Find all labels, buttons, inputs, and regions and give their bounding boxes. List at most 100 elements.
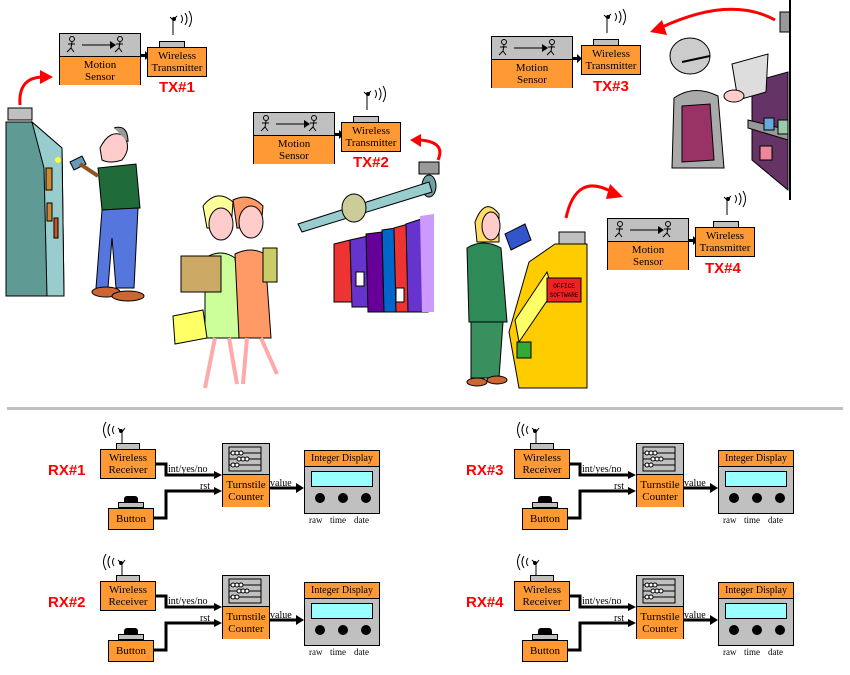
integer-display[interactable]: Integer Display — [304, 450, 380, 514]
receiver-line2: Receiver — [522, 464, 562, 476]
signal-wires — [154, 594, 301, 652]
arrow-icon — [335, 130, 344, 139]
transmitter-line1: Wireless — [705, 230, 745, 242]
reset-button[interactable]: Button — [108, 508, 154, 530]
red-arrow-tx3 — [659, 7, 776, 30]
running-person-arrow-icon — [614, 221, 671, 238]
button-cap — [118, 634, 144, 640]
shoppers-illustration — [172, 195, 279, 389]
knob-time[interactable] — [338, 625, 348, 635]
knob-date[interactable] — [361, 493, 371, 503]
knob-label-raw: raw — [723, 515, 737, 525]
button-knob — [124, 496, 138, 502]
reset-button[interactable]: Button — [522, 640, 568, 662]
transmitter-line2: Transmitter — [585, 60, 637, 72]
integer-display[interactable]: Integer Display — [718, 450, 794, 514]
man-hammer-machine-illustration — [5, 107, 145, 302]
counter-line2: Counter — [642, 623, 678, 635]
magazine-rack-illustration — [669, 0, 791, 200]
antenna-signal-icon — [363, 85, 386, 110]
button-label: Button — [530, 513, 560, 525]
receiver-line1: Wireless — [108, 452, 148, 464]
red-arrow-tx1 — [18, 75, 43, 106]
running-person-arrow-icon — [260, 115, 317, 132]
abacus-icon — [642, 578, 676, 604]
knob-label-time: time — [744, 515, 760, 525]
tx-label: TX#1 — [159, 79, 195, 96]
knob-label-date: date — [354, 515, 369, 525]
signal-int-yes-no: int/yes/no — [582, 464, 622, 475]
receiver-line2: Receiver — [108, 596, 148, 608]
abacus-icon — [228, 578, 262, 604]
knob-raw[interactable] — [315, 625, 325, 635]
counter-line1: Turnstile — [226, 611, 266, 623]
knob-time[interactable] — [752, 493, 762, 503]
signal-rst: rst — [614, 613, 624, 624]
red-arrowhead — [410, 134, 421, 147]
button-label: Button — [530, 645, 560, 657]
signal-wires — [568, 594, 715, 652]
motion-sensor-line1: Motion — [631, 244, 665, 256]
button-cap — [532, 502, 558, 508]
motion-sensor-line2: Sensor — [517, 74, 547, 86]
knob-label-time: time — [330, 647, 346, 657]
knob-time[interactable] — [338, 493, 348, 503]
knob-time[interactable] — [752, 625, 762, 635]
abacus-icon — [642, 446, 676, 472]
button-cap — [532, 634, 558, 640]
knob-raw[interactable] — [729, 493, 739, 503]
reset-button[interactable]: Button — [108, 640, 154, 662]
kiosk-illustration: OFFICE SOFTWARE — [466, 206, 588, 389]
knob-date[interactable] — [775, 625, 785, 635]
knob-raw[interactable] — [729, 625, 739, 635]
antenna-signal-icon — [517, 553, 540, 578]
knob-raw[interactable] — [315, 493, 325, 503]
signal-value: value — [684, 478, 706, 489]
button-knob — [538, 496, 552, 502]
receiver-line1: Wireless — [522, 452, 562, 464]
display-screen — [725, 471, 787, 487]
running-person-arrow-icon — [66, 36, 123, 53]
integer-display[interactable]: Integer Display — [718, 582, 794, 646]
motion-sensor-line1: Motion — [83, 59, 117, 71]
red-arrowhead — [650, 20, 667, 35]
signal-rst: rst — [614, 481, 624, 492]
signal-wires — [568, 462, 715, 520]
integer-display[interactable]: Integer Display — [304, 582, 380, 646]
knob-label-date: date — [354, 647, 369, 657]
display-screen — [311, 471, 373, 487]
motion-sensor-line2: Sensor — [85, 71, 115, 83]
arrowhead-icon — [296, 483, 304, 493]
display-screen — [311, 603, 373, 619]
rx-label: RX#3 — [466, 462, 504, 479]
reset-button[interactable]: Button — [522, 508, 568, 530]
knob-date[interactable] — [361, 625, 371, 635]
antenna-signal-icon — [603, 8, 626, 33]
knob-label-date: date — [768, 515, 783, 525]
counter-line2: Counter — [228, 491, 264, 503]
display-screen — [725, 603, 787, 619]
antenna-signal-icon — [723, 190, 746, 215]
counter-line1: Turnstile — [640, 479, 680, 491]
knob-date[interactable] — [775, 493, 785, 503]
knob-label-raw: raw — [309, 647, 323, 657]
antenna-signal-icon — [103, 553, 126, 578]
transmitter-line1: Wireless — [157, 50, 197, 62]
tx-label: TX#2 — [353, 154, 389, 171]
